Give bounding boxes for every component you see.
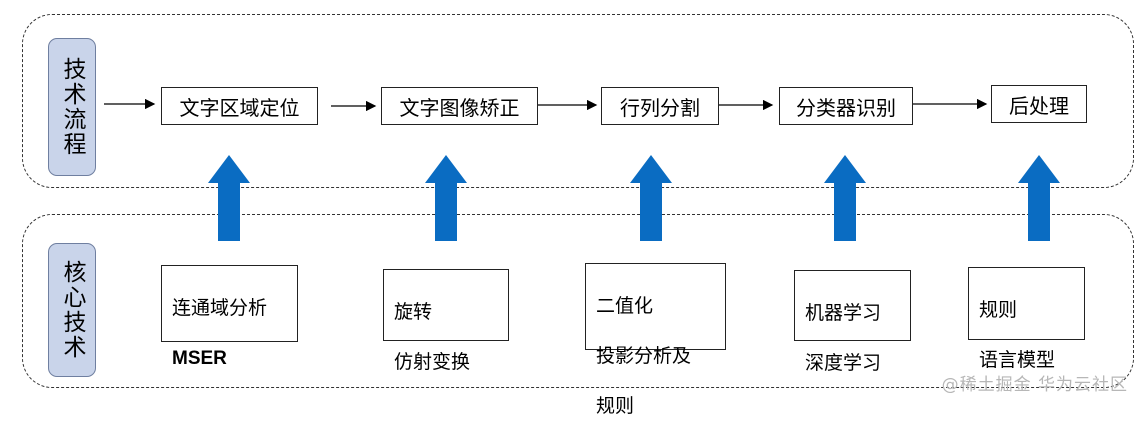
tech-line: 规则	[596, 395, 635, 417]
watermark: @稀土掘金 华为云社区	[941, 375, 1128, 395]
tech-line: 二值化	[596, 295, 654, 317]
process-label: 技术流程	[48, 38, 96, 176]
up-arrow-2	[425, 155, 467, 241]
connectors	[104, 98, 1060, 241]
step-text-image-correct: 文字图像矫正	[381, 87, 538, 125]
tech-box-4: 机器学习 深度学习	[794, 270, 911, 374]
core-tech-label: 核心技术	[48, 243, 96, 377]
up-arrow-1	[208, 155, 250, 241]
tech-line: MSER	[172, 348, 227, 369]
tech-line: 仿射变换	[394, 351, 471, 373]
step-row-col-split: 行列分割	[601, 87, 719, 125]
step-post-process: 后处理	[991, 85, 1087, 123]
step-classifier-recognize: 分类器识别	[779, 87, 913, 125]
tech-line: 投影分析及	[596, 345, 692, 367]
step-text-region-locate: 文字区域定位	[161, 87, 318, 125]
up-arrow-5	[1018, 155, 1060, 241]
up-arrow-4	[824, 155, 866, 241]
up-arrow-3	[630, 155, 672, 241]
tech-line: 规则	[979, 299, 1018, 321]
tech-box-3: 二值化 投影分析及 规则	[585, 263, 726, 417]
core-tech-group	[22, 214, 1134, 388]
tech-line: 深度学习	[805, 352, 882, 374]
tech-line: 机器学习	[805, 302, 882, 324]
tech-box-2: 旋转 仿射变换	[383, 269, 509, 373]
process-group	[22, 14, 1134, 188]
tech-line: 连通域分析	[172, 297, 268, 319]
tech-line: 语言模型	[979, 349, 1056, 371]
tech-box-1: 连通域分析 MSER	[161, 265, 298, 369]
tech-line: 旋转	[394, 301, 433, 323]
tech-box-5: 规则 语言模型	[968, 267, 1085, 371]
